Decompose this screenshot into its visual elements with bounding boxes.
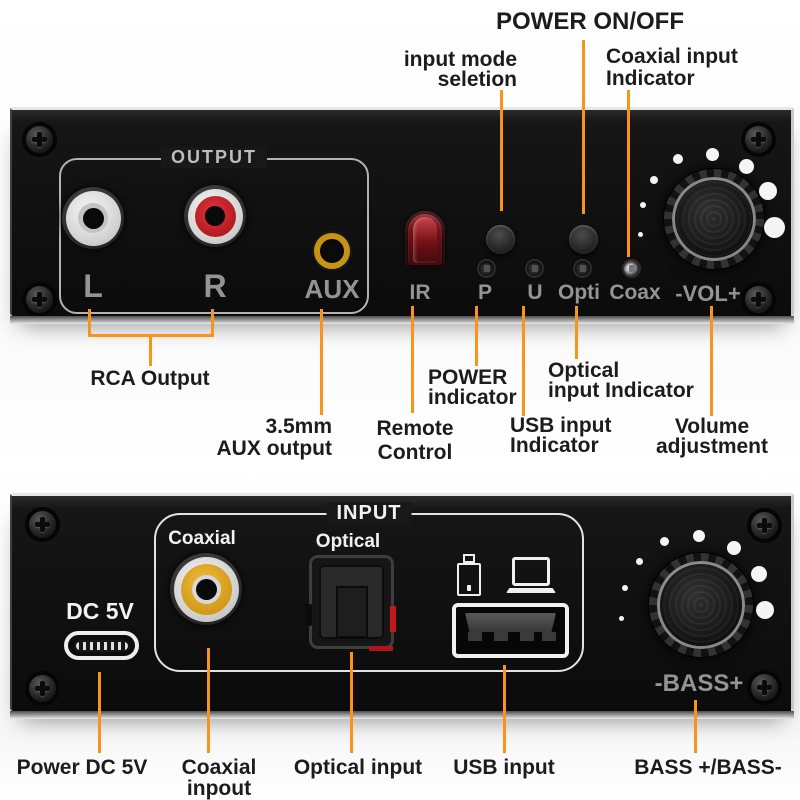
rca-output-label: RCA Output [90,367,210,390]
leader-input-mode [500,90,503,211]
usb-indicator-label: USB input Indicator [510,414,612,457]
power-dc-label: Power DC 5V [16,756,148,779]
bass-adjust-label: BASS +/BASS- [634,756,782,779]
leader-optical-indicator [575,306,578,359]
leader-power-indicator [475,306,478,366]
knob-scale-dot [636,558,643,565]
screw-icon [745,126,772,153]
input-group: INPUT [154,502,584,672]
knob-scale-dot [727,541,741,555]
power-on-off-label: POWER ON/OFF [496,8,684,35]
leader-optical-input [350,652,353,753]
knob-scale-dot [759,182,777,200]
knob-scale-dot [673,154,683,164]
input-mode-button [486,225,515,254]
rca-jack-left [62,187,124,249]
aux-jack [314,233,350,269]
usb-led [527,261,542,276]
screw-icon [26,126,53,153]
led-label-coax: Coax [609,281,661,304]
rca-jack-right [184,185,246,247]
coaxial-jack [170,553,242,625]
front-panel: OUTPUT L R AUX IR [10,107,794,324]
knob-scale-dot [756,601,774,619]
knob-scale-dot [650,176,658,184]
power-indicator-label: POWER indicator [428,366,517,409]
power-button [569,225,598,254]
knob-scale-dot [739,159,754,174]
optical-led [575,261,590,276]
screw-icon [751,512,778,539]
input-mode-label: input mode seletion [403,48,517,91]
knob-scale-dot [660,537,669,546]
aux-output-label: 3.5mm AUX output [216,415,332,460]
coaxial-port-label: Coaxial [168,528,236,549]
output-group: OUTPUT [59,147,369,314]
volume-adjustment-label: Volume adjustment [655,415,768,458]
leader-rca-r [211,309,214,337]
port-label-l: L [83,268,103,304]
back-panel: DC 5V INPUT Coaxial Optical [10,493,794,719]
optical-port-label: Optical [315,531,381,552]
leader-rca-stem [149,336,152,366]
optical-port [305,555,396,651]
led-label-p: P [477,281,492,304]
ir-sensor [405,211,445,268]
leader-coaxial-input [207,648,210,753]
power-led [479,261,494,276]
leader-power-dc [98,672,101,753]
coax-led [624,261,639,276]
screw-icon [751,674,778,701]
usb-a-port [452,603,569,658]
knob-scale-dot [638,232,643,237]
leader-rca-l [88,309,91,337]
knob-scale-dot [640,202,646,208]
knob-scale-dot [619,616,624,621]
leader-rca-bracket [88,334,214,337]
input-group-label: INPUT [326,502,412,525]
bass-knob [649,553,753,657]
leader-aux [320,309,323,415]
port-label-r: R [203,268,227,304]
leader-power-on-off [582,40,585,214]
led-label-u: U [527,281,543,304]
bass-knob-label: -BASS+ [654,670,744,697]
output-group-label: OUTPUT [161,147,267,168]
laptop-icon [506,557,556,595]
knob-scale-dot [693,530,705,542]
screw-icon [26,286,53,313]
usb-stick-icon [456,554,482,596]
optical-indicator-label: Optical input Indicator [548,359,694,402]
screw-icon [29,675,56,702]
port-label-aux: AUX [304,274,360,304]
optical-input-label: Optical input [293,756,423,779]
leader-usb-input [503,665,506,753]
leader-volume [710,306,713,416]
leader-remote [411,306,414,413]
screw-icon [29,511,56,538]
dc-5v-label: DC 5V [66,598,134,624]
leader-bass [694,700,697,753]
screw-icon [745,286,772,313]
knob-scale-dot [751,566,767,582]
coax-indicator-label: Coaxial input Indicator [606,45,738,90]
remote-control-label: Remote Control [376,417,454,464]
ir-label: IR [409,281,431,304]
knob-scale-dot [706,148,719,161]
usb-input-label: USB input [453,756,555,779]
leader-coax-indicator [627,90,630,257]
knob-scale-dot [764,217,785,238]
knob-scale-dot [622,585,628,591]
leader-usb-indicator [522,306,525,416]
usb-c-port [64,631,139,660]
volume-knob [664,169,764,269]
volume-knob-label: -VOL+ [675,281,741,306]
coaxial-input-label: Coaxial inpout [181,756,257,800]
led-label-opti: Opti [558,281,600,304]
